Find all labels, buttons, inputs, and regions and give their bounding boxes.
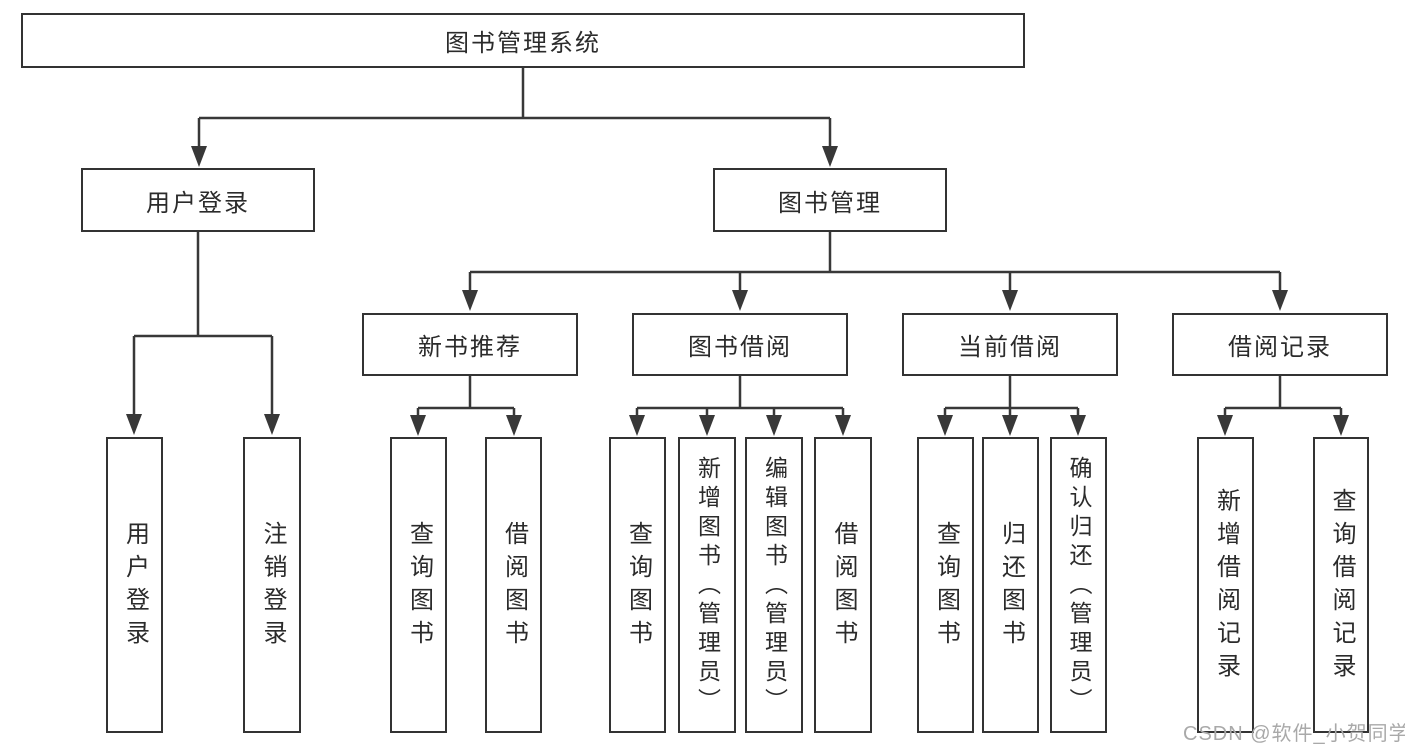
leaf-query-book-current: 查询图书: [917, 437, 974, 733]
node-root-library-system: 图书管理系统: [21, 13, 1025, 68]
leaf-return-book: 归还图书: [982, 437, 1039, 733]
node-user-login: 用户登录: [81, 168, 315, 232]
leaf-borrow-book: 借阅图书: [814, 437, 872, 733]
arrowheads: [126, 146, 1349, 436]
node-new-book-recommend: 新书推荐: [362, 313, 578, 376]
tree-branch-lines: [134, 68, 1341, 410]
arrow-stems: [132, 118, 1343, 421]
leaf-edit-book-admin: 编辑图书（管理员）: [745, 437, 803, 733]
node-book-management: 图书管理: [713, 168, 947, 232]
leaf-query-book-recommend: 查询图书: [390, 437, 447, 733]
leaf-logout: 注销登录: [243, 437, 301, 733]
leaf-add-book-admin: 新增图书（管理员）: [678, 437, 736, 733]
node-current-borrow: 当前借阅: [902, 313, 1118, 376]
leaf-confirm-return-admin: 确认归还（管理员）: [1050, 437, 1107, 733]
node-borrow-record: 借阅记录: [1172, 313, 1388, 376]
leaf-query-borrow-record: 查询借阅记录: [1313, 437, 1369, 733]
leaf-borrow-book-recommend: 借阅图书: [485, 437, 542, 733]
csdn-watermark: CSDN @软件_小贺同学: [1183, 723, 1405, 745]
leaf-add-borrow-record: 新增借阅记录: [1197, 437, 1254, 733]
leaf-user-login: 用户登录: [106, 437, 163, 733]
leaf-query-book-borrow: 查询图书: [609, 437, 666, 733]
node-book-borrow: 图书借阅: [632, 313, 848, 376]
